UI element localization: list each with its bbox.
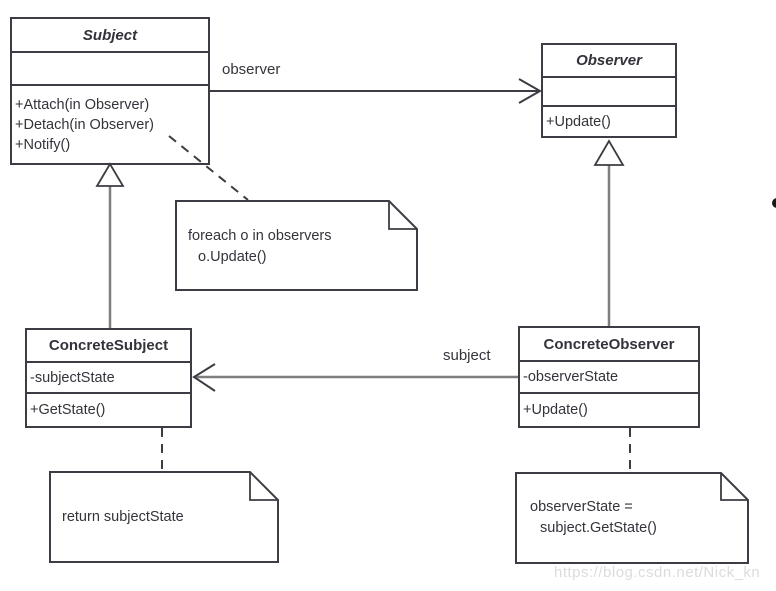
get-state-note-line1: return subjectState — [62, 509, 184, 525]
notify-note-text: foreach o in observers o.Update() — [188, 226, 331, 268]
attribute-subject-state: -subjectState — [30, 369, 115, 386]
observer-association-arrowhead-icon — [518, 78, 543, 104]
get-state-note-text: return subjectState — [62, 507, 184, 528]
update-note-fold-icon — [720, 473, 748, 501]
method-update: +Update() — [523, 402, 588, 418]
subject-association-label: subject — [443, 347, 491, 364]
method-notify: +Notify() — [15, 136, 71, 153]
generalization-triangle-subject-icon — [95, 162, 125, 187]
update-note-line1: observerState = — [530, 499, 633, 515]
class-concrete-subject-methods: +GetState() — [27, 394, 190, 426]
class-observer-attributes — [543, 78, 675, 107]
method-get-state: +GetState() — [30, 402, 106, 418]
class-subject-attributes — [12, 53, 208, 86]
method-detach: +Detach(in Observer) — [15, 116, 155, 133]
subject-association-arrowhead-icon — [192, 363, 216, 392]
bullet-dot-icon — [772, 198, 776, 208]
class-subject-methods: +Attach(in Observer) +Detach(in Observer… — [12, 86, 208, 163]
observer-association-label: observer — [222, 61, 281, 78]
notify-note-line1: foreach o in observers — [188, 228, 332, 244]
generalization-triangle-observer-icon — [593, 139, 625, 166]
class-concrete-subject: ConcreteSubject -subjectState +GetState(… — [25, 328, 192, 428]
notify-note-fold-icon — [388, 201, 417, 230]
class-subject: Subject +Attach(in Observer) +Detach(in … — [10, 17, 210, 165]
method-attach: +Attach(in Observer) — [15, 96, 150, 113]
class-concrete-observer-methods: +Update() — [520, 394, 698, 426]
get-state-note-fold-icon — [249, 472, 278, 501]
attribute-observer-state: -observerState — [523, 369, 619, 385]
update-note-line2: subject.GetState() — [540, 520, 657, 536]
class-observer: Observer +Update() — [541, 43, 677, 138]
class-concrete-subject-title: ConcreteSubject — [27, 330, 190, 363]
notify-note-line2: o.Update() — [198, 249, 267, 265]
class-observer-methods: +Update() — [543, 107, 675, 136]
method-update: +Update() — [546, 113, 611, 130]
class-concrete-observer: ConcreteObserver -observerState +Update(… — [518, 326, 700, 428]
class-concrete-observer-attributes: -observerState — [520, 362, 698, 394]
class-subject-title: Subject — [12, 19, 208, 53]
class-concrete-observer-title: ConcreteObserver — [520, 328, 698, 362]
update-note-text: observerState = subject.GetState() — [530, 497, 657, 539]
class-observer-title: Observer — [543, 45, 675, 78]
class-concrete-subject-attributes: -subjectState — [27, 363, 190, 394]
watermark: https://blog.csdn.net/Nick_kn — [554, 564, 761, 581]
